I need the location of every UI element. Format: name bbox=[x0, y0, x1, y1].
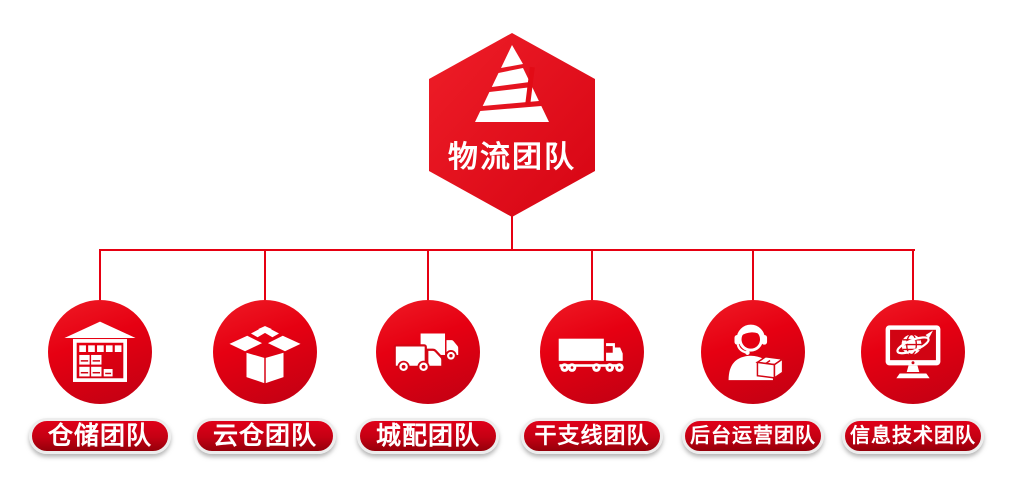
team-label-pill: 仓储团队 bbox=[29, 418, 171, 454]
team-circle bbox=[540, 300, 644, 404]
warehouse-icon bbox=[64, 321, 136, 382]
support-agent-icon bbox=[728, 324, 785, 381]
team-label: 干支线团队 bbox=[534, 423, 650, 448]
team-circle bbox=[376, 300, 480, 404]
open-box-icon bbox=[229, 326, 301, 384]
delivery-vans-icon bbox=[393, 333, 459, 373]
root-node: 物流团队 bbox=[428, 32, 596, 218]
connector-drop bbox=[752, 251, 754, 300]
team-label-pill: 云仓团队 bbox=[194, 418, 336, 454]
connector-drop bbox=[591, 251, 593, 300]
team-label: 城配团队 bbox=[375, 421, 480, 450]
connector-drop bbox=[264, 251, 266, 300]
team-label-pill: 干支线团队 bbox=[521, 418, 663, 454]
team-branch: 后台运营团队 bbox=[668, 251, 838, 454]
team-circle bbox=[213, 300, 317, 404]
team-label: 仓储团队 bbox=[47, 421, 152, 450]
team-branch: 干支线团队 bbox=[507, 251, 677, 454]
team-label: 信息技术团队 bbox=[850, 425, 976, 447]
team-branch: 城配团队 bbox=[343, 251, 513, 454]
team-label-pill: 信息技术团队 bbox=[842, 418, 984, 454]
team-circle bbox=[701, 300, 805, 404]
connector-stem bbox=[511, 216, 513, 251]
team-label: 云仓团队 bbox=[212, 421, 317, 450]
connector-drop bbox=[427, 251, 429, 300]
connector-drop bbox=[99, 251, 101, 300]
hexagon-shape bbox=[429, 33, 595, 217]
team-branch: 信息技术团队 bbox=[828, 251, 998, 454]
connector-drop bbox=[912, 251, 914, 300]
team-circle bbox=[861, 300, 965, 404]
team-branch: 云仓团队 bbox=[180, 251, 350, 454]
team-label-pill: 后台运营团队 bbox=[682, 418, 824, 454]
root-label: 物流团队 bbox=[448, 141, 576, 174]
it-monitor-globe-icon bbox=[885, 325, 941, 379]
connector-horizontal bbox=[99, 249, 915, 251]
team-label: 后台运营团队 bbox=[690, 425, 816, 447]
team-branch: 仓储团队 bbox=[15, 251, 185, 454]
pyramid-logo-icon bbox=[475, 45, 549, 122]
line-haul-truck-icon bbox=[558, 338, 624, 372]
team-circle bbox=[48, 300, 152, 404]
team-label-pill: 城配团队 bbox=[357, 418, 499, 454]
